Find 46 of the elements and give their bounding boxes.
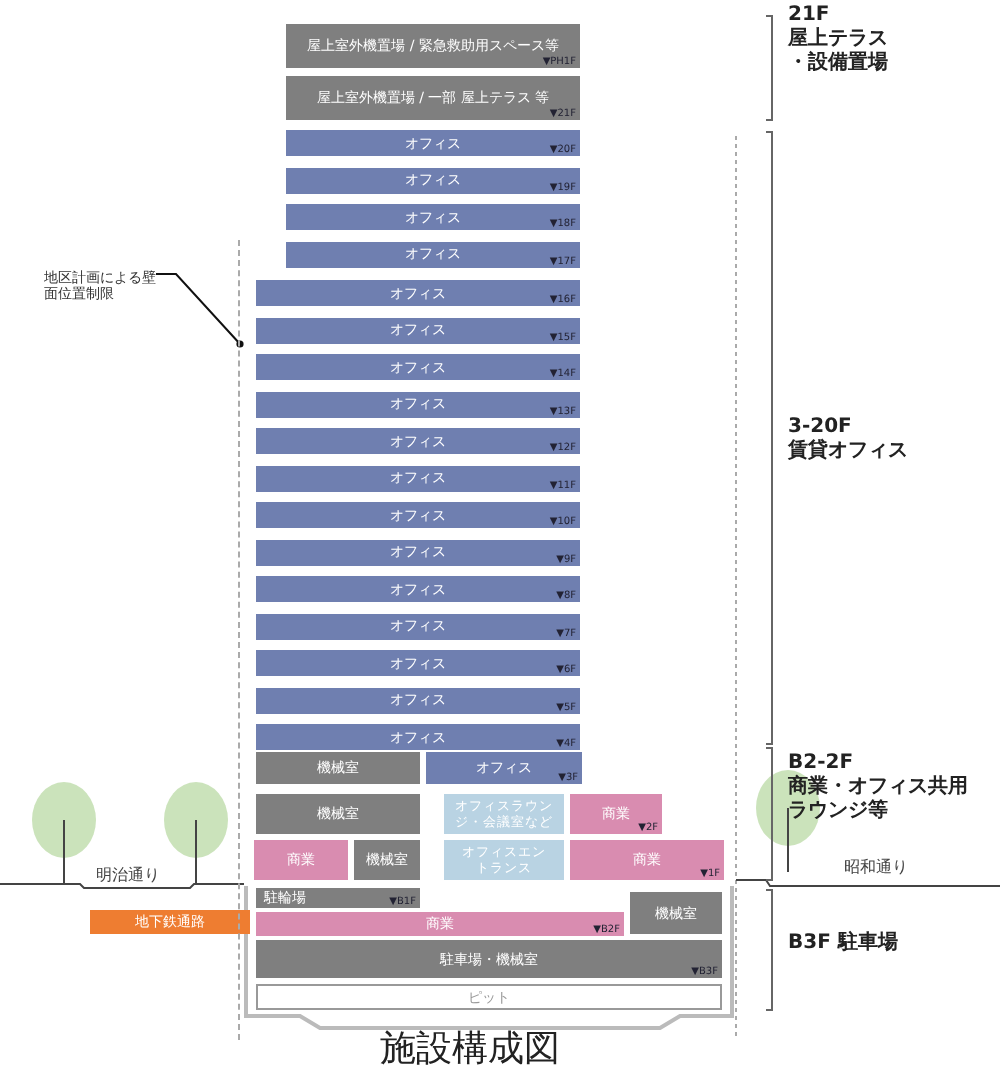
floor-room-block <box>256 984 722 1010</box>
floor-room-block <box>256 650 580 676</box>
side-heading: 賃貸オフィス <box>788 440 908 464</box>
floor-room-block <box>354 840 420 880</box>
floor-room-block <box>630 892 722 934</box>
floor-room-block <box>256 912 624 936</box>
floor-room-block <box>286 204 580 231</box>
floor-room-block <box>570 794 662 834</box>
floor-room-block <box>256 428 580 454</box>
floor-room-block <box>286 24 580 68</box>
floor-room-block <box>256 354 580 380</box>
floor-room-block <box>256 752 420 784</box>
floor-room-block <box>256 576 580 602</box>
side-heading: B2-2F <box>788 752 854 774</box>
floor-room-block <box>256 687 580 713</box>
street-name: 昭和通り <box>844 856 908 880</box>
floor-room-block <box>286 241 580 268</box>
floor-room-block <box>256 465 580 491</box>
floor-room-block <box>570 840 724 880</box>
caption: 施設構成図 <box>380 1028 560 1072</box>
floor-room-block <box>286 167 580 194</box>
floor-room-block <box>256 724 580 750</box>
side-heading: B3F 駐車場 <box>788 932 898 956</box>
side-heading: 3-20F <box>788 416 852 438</box>
setback-line <box>238 240 242 1040</box>
floor-room-block <box>256 317 580 343</box>
floor-room-block <box>256 888 420 908</box>
floor-room-block <box>444 794 564 834</box>
floor-room-block <box>256 280 580 306</box>
floor-room-block <box>444 840 564 880</box>
floor-room-block <box>254 840 348 880</box>
floor-room-block <box>256 502 580 528</box>
floor-room-block <box>286 76 580 120</box>
floor-room-block <box>256 391 580 417</box>
floor-room-block <box>426 752 582 784</box>
floor-room-block <box>286 130 580 156</box>
floor-room-block <box>256 613 580 639</box>
floor-room-block <box>256 794 420 834</box>
floor-room-block <box>256 539 580 565</box>
side-heading: 商業・オフィス共用ラウンジ等 <box>788 776 970 824</box>
leader-line <box>155 273 244 348</box>
side-heading: 21F <box>788 4 830 27</box>
side-heading: 屋上テラス・設備置場 <box>788 28 890 76</box>
street-name: 明治通り <box>96 864 160 888</box>
passage-bar <box>90 910 250 934</box>
floor-room-block <box>256 940 722 978</box>
